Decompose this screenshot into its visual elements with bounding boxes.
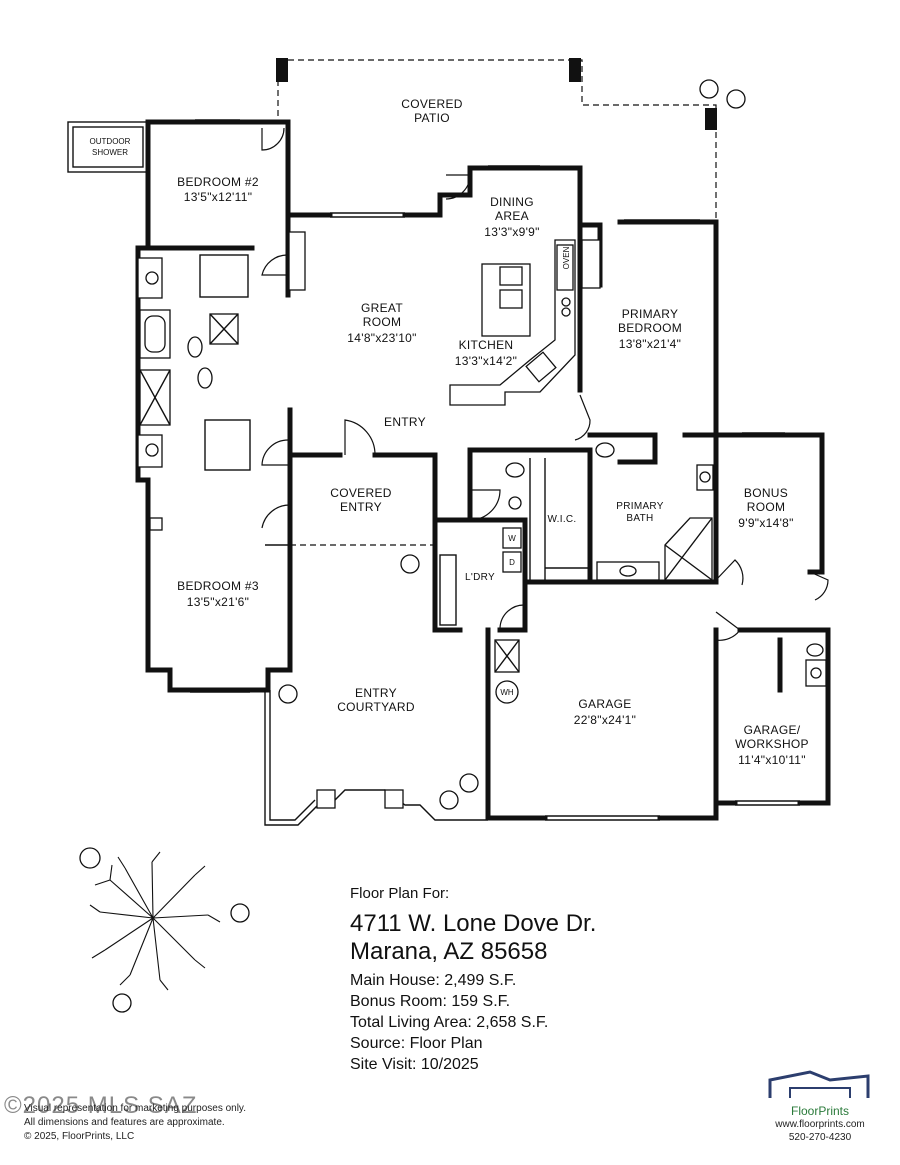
garage-label: GARAGE (578, 697, 631, 711)
brand-name: FloorPrints (790, 1104, 849, 1118)
bonus-room-dim: 9'9"x14'8" (738, 516, 793, 530)
disclaimer: Visual representation for marketing purp… (24, 1102, 246, 1144)
primary-bath-label-2: BATH (626, 513, 653, 524)
great-room-dim: 14'8"x23'10" (347, 331, 416, 345)
outdoor-shower-label-1: OUTDOOR (90, 137, 131, 146)
dining-label-2: AREA (495, 209, 529, 223)
disclaimer-line-1: Visual representation for marketing purp… (24, 1103, 246, 1114)
outdoor-shower-outline (67, 121, 149, 173)
bonus-room-sf: Bonus Room: 159 S.F. (350, 993, 511, 1010)
floor-plan-for-label: Floor Plan For: (350, 885, 450, 902)
disclaimer-line-3: © 2025, FloorPrints, LLC (24, 1131, 135, 1142)
primary-bedroom-label-1: PRIMARY (622, 307, 679, 321)
courtyard-label-2: COURTYARD (337, 700, 415, 714)
workshop-label-1: GARAGE/ (744, 723, 801, 737)
site-visit-line: Site Visit: 10/2025 (350, 1056, 479, 1073)
bonus-room-label-1: BONUS (744, 486, 788, 500)
main-house-sf: Main House: 2,499 S.F. (350, 972, 517, 989)
covered-entry-label-2: ENTRY (340, 500, 382, 514)
floorprints-logo-icon (768, 1070, 870, 1098)
primary-bedroom-label-2: BEDROOM (618, 321, 682, 335)
wic-label: W.I.C. (547, 514, 576, 525)
dining-label-1: DINING (490, 195, 534, 209)
workshop-dim: 11'4"x10'11" (738, 753, 806, 767)
kitchen-label: KITCHEN (459, 338, 514, 352)
brand-phone: 520-270-4230 (788, 1132, 852, 1143)
courtyard-label-1: ENTRY (355, 686, 397, 700)
laundry-label: L'DRY (465, 572, 495, 583)
bonus-room-label-2: ROOM (747, 500, 786, 514)
brand-block: FloorPrints www.floorprints.com 520-270-… (760, 1068, 880, 1144)
dining-dim: 13'3"x9'9" (484, 225, 539, 239)
address-line-2: Marana, AZ 85658 (350, 938, 548, 965)
entry-label: ENTRY (384, 415, 426, 429)
courtyard-outline (264, 544, 488, 826)
disclaimer-line-2: All dimensions and features are approxim… (24, 1117, 225, 1128)
bedroom3-dim: 13'5"x21'6" (187, 595, 249, 609)
patio-label-1: COVERED (401, 97, 462, 111)
total-living-area: Total Living Area: 2,658 S.F. (350, 1014, 549, 1031)
garage-dim: 22'8"x24'1" (574, 713, 636, 727)
fixtures (137, 231, 827, 704)
washer-label: W (508, 534, 516, 543)
outdoor-shower-label-2: SHOWER (92, 148, 128, 157)
bedroom2-dim: 13'5"x12'11" (184, 190, 253, 204)
address-line-1: 4711 W. Lone Dove Dr. (350, 910, 597, 937)
covered-patio-outline (276, 58, 717, 220)
source-line: Source: Floor Plan (350, 1035, 483, 1052)
primary-bath-label-1: PRIMARY (616, 501, 664, 512)
window-lines (190, 119, 800, 821)
bedroom3-label: BEDROOM #3 (177, 579, 259, 593)
patio-label-2: PATIO (414, 111, 450, 125)
great-room-label-2: ROOM (363, 315, 402, 329)
property-info: Floor Plan For: 4711 W. Lone Dove Dr. Ma… (350, 885, 710, 1075)
kitchen-dim: 13'3"x14'2" (455, 354, 517, 368)
brand-url: www.floorprints.com (775, 1119, 865, 1130)
room-labels: COVERED PATIO OUTDOOR SHOWER BEDROOM #2 … (90, 97, 809, 767)
oven-label: OVEN (562, 246, 571, 269)
bedroom2-label: BEDROOM #2 (177, 175, 259, 189)
mls-watermark: ©2025 MLS SAZ (4, 1092, 198, 1119)
primary-bedroom-dim: 13'8"x21'4" (619, 337, 681, 351)
doors (261, 127, 829, 641)
covered-entry-label-1: COVERED (330, 486, 391, 500)
great-room-label-1: GREAT (361, 301, 403, 315)
water-heater-label: WH (500, 688, 514, 697)
dryer-label: D (509, 558, 515, 567)
landscaping-plants (79, 79, 746, 1013)
workshop-label-2: WORKSHOP (735, 737, 809, 751)
